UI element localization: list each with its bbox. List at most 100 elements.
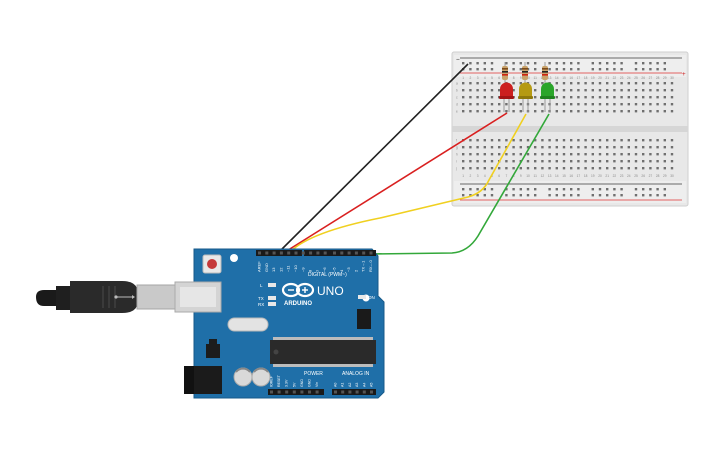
terminal-hole[interactable] <box>555 89 558 92</box>
terminal-hole[interactable] <box>634 167 638 170</box>
terminal-hole[interactable] <box>498 167 501 170</box>
terminal-hole[interactable] <box>469 110 472 113</box>
usb-cable[interactable] <box>36 281 176 313</box>
terminal-hole[interactable] <box>498 82 501 85</box>
rail-hole[interactable] <box>505 188 508 191</box>
terminal-hole[interactable] <box>462 82 465 85</box>
digital-pin[interactable] <box>258 251 261 255</box>
terminal-hole[interactable] <box>613 89 616 92</box>
terminal-hole[interactable] <box>562 139 566 142</box>
terminal-hole[interactable] <box>462 89 465 92</box>
rail-hole[interactable] <box>642 188 645 191</box>
analog-pin[interactable] <box>334 390 337 394</box>
terminal-hole[interactable] <box>469 167 472 170</box>
terminal-hole[interactable] <box>642 160 645 163</box>
terminal-hole[interactable] <box>634 153 638 156</box>
terminal-hole[interactable] <box>627 167 630 170</box>
rail-hole[interactable] <box>570 68 573 71</box>
terminal-hole[interactable] <box>656 139 659 142</box>
terminal-hole[interactable] <box>577 139 580 142</box>
terminal-hole[interactable] <box>505 160 508 163</box>
analog-pin[interactable] <box>355 390 359 394</box>
rail-hole[interactable] <box>512 188 515 191</box>
rail-hole[interactable] <box>620 62 623 65</box>
terminal-hole[interactable] <box>562 153 566 156</box>
terminal-hole[interactable] <box>598 103 602 106</box>
terminal-hole[interactable] <box>670 146 674 149</box>
terminal-hole[interactable] <box>512 146 515 149</box>
digital-pin[interactable] <box>294 251 298 255</box>
terminal-hole[interactable] <box>469 146 472 149</box>
terminal-hole[interactable] <box>606 103 609 106</box>
terminal-hole[interactable] <box>483 89 486 92</box>
reset-button[interactable] <box>207 259 217 269</box>
terminal-hole[interactable] <box>555 110 558 113</box>
terminal-hole[interactable] <box>613 82 616 85</box>
rail-hole[interactable] <box>534 62 537 65</box>
terminal-hole[interactable] <box>555 167 558 170</box>
terminal-hole[interactable] <box>534 146 537 149</box>
rail-hole[interactable] <box>591 62 594 65</box>
analog-pin-headers[interactable] <box>334 390 373 394</box>
rail-hole[interactable] <box>577 194 580 197</box>
terminal-hole[interactable] <box>512 82 515 85</box>
terminal-hole[interactable] <box>490 96 494 99</box>
power-pin[interactable] <box>285 390 289 394</box>
terminal-hole[interactable] <box>490 146 494 149</box>
terminal-hole[interactable] <box>670 139 674 142</box>
terminal-hole[interactable] <box>584 103 587 106</box>
rail-hole[interactable] <box>519 194 522 197</box>
terminal-hole[interactable] <box>649 96 652 99</box>
terminal-hole[interactable] <box>598 139 602 142</box>
terminal-hole[interactable] <box>584 167 587 170</box>
digital-pin[interactable] <box>323 251 327 255</box>
terminal-hole[interactable] <box>570 146 573 149</box>
terminal-hole[interactable] <box>642 167 645 170</box>
rail-hole[interactable] <box>490 194 494 197</box>
digital-pin[interactable] <box>301 251 305 255</box>
rail-hole[interactable] <box>462 194 465 197</box>
terminal-hole[interactable] <box>541 82 544 85</box>
terminal-hole[interactable] <box>526 160 530 163</box>
terminal-hole[interactable] <box>598 167 602 170</box>
power-pin[interactable] <box>292 390 296 394</box>
terminal-hole[interactable] <box>519 82 522 85</box>
terminal-hole[interactable] <box>620 153 623 156</box>
analog-pin[interactable] <box>341 390 345 394</box>
terminal-hole[interactable] <box>627 146 630 149</box>
terminal-hole[interactable] <box>562 82 566 85</box>
rail-hole[interactable] <box>555 62 558 65</box>
rail-hole[interactable] <box>634 62 638 65</box>
rail-hole[interactable] <box>570 194 573 197</box>
rail-hole[interactable] <box>620 68 623 71</box>
terminal-hole[interactable] <box>562 167 566 170</box>
rail-hole[interactable] <box>469 188 472 191</box>
rail-hole[interactable] <box>512 68 515 71</box>
rail-hole[interactable] <box>512 194 515 197</box>
rail-hole[interactable] <box>483 194 486 197</box>
terminal-hole[interactable] <box>555 139 558 142</box>
rail-hole[interactable] <box>598 188 602 191</box>
terminal-hole[interactable] <box>634 160 638 163</box>
terminal-hole[interactable] <box>512 153 515 156</box>
digital-pin[interactable] <box>316 251 320 255</box>
rail-hole[interactable] <box>469 68 472 71</box>
terminal-hole[interactable] <box>519 167 522 170</box>
rail-hole[interactable] <box>548 194 551 197</box>
terminal-hole[interactable] <box>462 146 465 149</box>
terminal-hole[interactable] <box>606 160 609 163</box>
rail-hole[interactable] <box>512 62 515 65</box>
terminal-hole[interactable] <box>476 103 479 106</box>
terminal-hole[interactable] <box>598 96 602 99</box>
terminal-hole[interactable] <box>519 139 522 142</box>
terminal-hole[interactable] <box>498 103 501 106</box>
terminal-hole[interactable] <box>591 103 594 106</box>
terminal-hole[interactable] <box>663 96 666 99</box>
terminal-hole[interactable] <box>512 89 515 92</box>
terminal-hole[interactable] <box>577 82 580 85</box>
power-pin-headers[interactable] <box>270 390 319 394</box>
terminal-hole[interactable] <box>591 82 594 85</box>
terminal-hole[interactable] <box>656 110 659 113</box>
terminal-hole[interactable] <box>548 139 551 142</box>
